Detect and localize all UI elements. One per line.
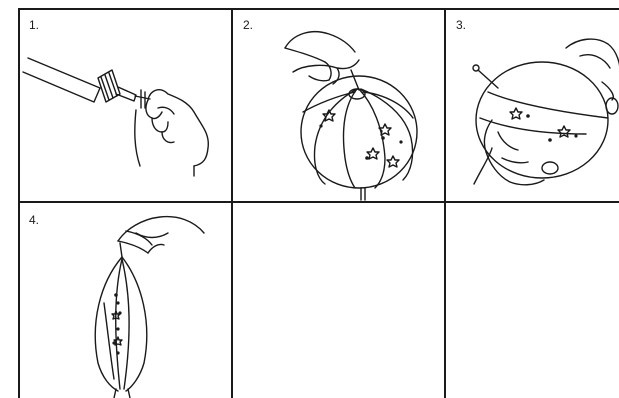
pump-pressing-valve-illustration — [18, 8, 231, 201]
panel-step-2: 2. — [233, 8, 444, 201]
panel-step-4: 4. — [18, 203, 231, 398]
needle-inserted-into-star-ball-illustration — [233, 8, 444, 201]
deflated-star-ball-held-by-valve-illustration — [18, 203, 231, 398]
hands-squeezing-star-ball-illustration — [446, 8, 619, 201]
panel-step-3: 3. — [446, 8, 619, 201]
panel-empty-6 — [446, 203, 619, 398]
panel-empty-5 — [233, 203, 444, 398]
panel-step-1: 1. — [18, 8, 231, 201]
instruction-grid: 1. 2. — [18, 8, 619, 398]
